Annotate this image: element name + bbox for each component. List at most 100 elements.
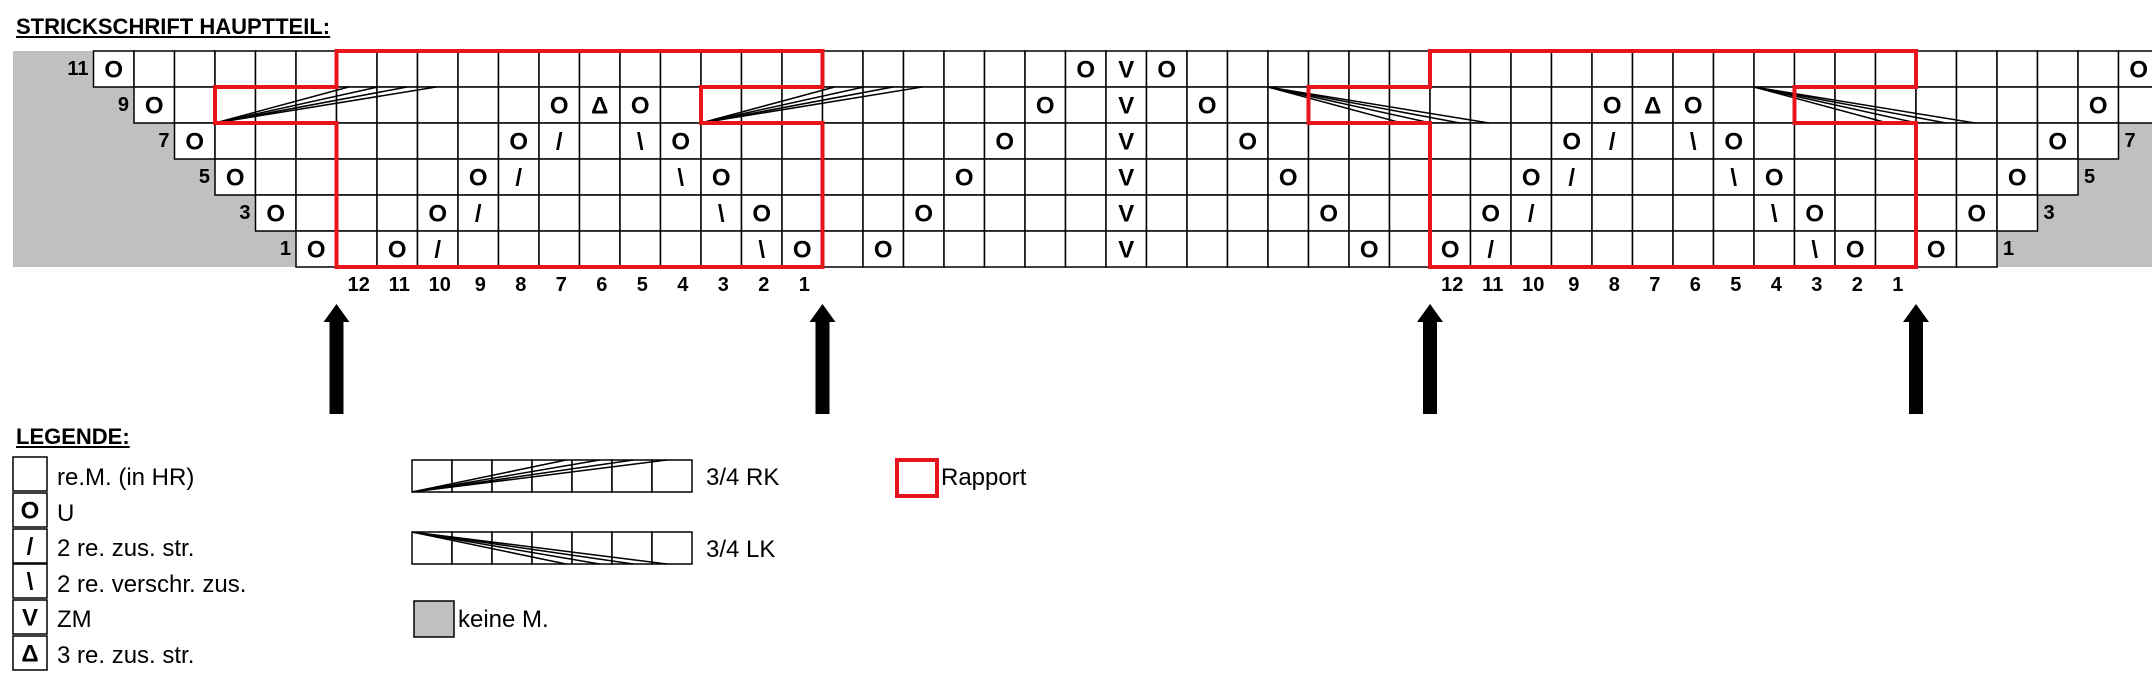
grid-cell	[173, 122, 216, 160]
grid-cell	[1510, 194, 1553, 232]
grid-cell	[254, 50, 297, 88]
grid-cell	[1064, 86, 1107, 124]
legend-title: LEGENDE:	[16, 424, 130, 449]
stitch-number: 11	[389, 274, 410, 296]
grid-cell	[1307, 50, 1350, 88]
grid-cell	[1793, 122, 1836, 160]
grid-cell	[497, 194, 540, 232]
stitch-symbol: O	[1846, 237, 1865, 264]
legend-cable-stroke	[411, 531, 567, 565]
grid-cell	[1834, 122, 1877, 160]
grid-cell	[335, 122, 378, 160]
stitch-symbol: O	[874, 237, 893, 264]
grid-cell	[1226, 194, 1269, 232]
grid-cell	[1145, 122, 1188, 160]
stitch-symbol: O	[1036, 93, 1055, 120]
stitch-symbol: /	[515, 165, 522, 192]
legend-repeat-box	[895, 458, 939, 498]
legend-cable-cell	[651, 531, 693, 565]
grid-cell	[700, 122, 743, 160]
grid-cell	[538, 230, 581, 268]
stitch-symbol: O	[1198, 93, 1217, 120]
grid-cell	[295, 158, 338, 196]
grid-cell	[659, 230, 702, 268]
grid-cell	[902, 86, 945, 124]
row-number-left: 7	[158, 130, 169, 152]
grid-cell	[781, 122, 824, 160]
grid-cell	[1550, 50, 1593, 88]
stitch-symbol: \	[1771, 201, 1778, 228]
stitch-number: 4	[1771, 274, 1783, 296]
grid-cell	[1550, 86, 1593, 124]
grid-cell	[376, 50, 419, 88]
stitch-number: 4	[677, 274, 689, 296]
legend-text-central-stitch: ZM	[57, 606, 92, 633]
stitch-symbol: O	[1279, 165, 1298, 192]
cable-left-cross	[1267, 86, 1490, 124]
stitch-symbol: O	[1238, 129, 1257, 156]
grid-cell	[1348, 158, 1391, 196]
grid-cell	[1631, 194, 1674, 232]
grid-cell	[1064, 122, 1107, 160]
row-number-left: 11	[67, 58, 88, 80]
stitch-symbol: O	[914, 201, 933, 228]
grid-cell	[1145, 230, 1188, 268]
grid-cell	[821, 230, 864, 268]
grid-cell	[1955, 230, 1998, 268]
legend-cable-stroke	[411, 459, 667, 493]
grid-cell	[1469, 194, 1512, 232]
grid-cell	[943, 50, 986, 88]
stitch-number: 8	[515, 274, 526, 296]
grid-cell	[943, 122, 986, 160]
grid-cell	[1186, 158, 1229, 196]
grid-cell	[1145, 194, 1188, 232]
stitch-symbol: O	[1481, 201, 1500, 228]
grid-cell	[1955, 194, 1998, 232]
grid-cell	[578, 230, 621, 268]
cable-stroke	[214, 86, 437, 124]
grid-cell	[1510, 158, 1553, 196]
grid-cell	[1267, 194, 1310, 232]
grid-cell	[254, 158, 297, 196]
cable-stroke	[1267, 86, 1431, 124]
row-number-right: 1	[2003, 238, 2014, 260]
cable-stroke	[700, 86, 835, 124]
legend-text-cable-right: 3/4 RK	[706, 464, 780, 491]
row-number-left: 9	[118, 94, 129, 116]
stitch-symbol: O	[388, 237, 407, 264]
grid-cell	[497, 86, 540, 124]
stitch-symbol: O	[2129, 57, 2148, 84]
legend-symbol: V	[22, 605, 38, 632]
grid-cell	[1429, 194, 1472, 232]
grid-cell	[497, 122, 540, 160]
grid-cell	[214, 158, 257, 196]
stitch-number: 5	[637, 274, 648, 296]
grid-cell	[1955, 50, 1998, 88]
stitch-number: 7	[556, 274, 567, 296]
grid-cell	[1469, 86, 1512, 124]
grid-cell	[1024, 122, 1067, 160]
grid-cell	[1510, 230, 1553, 268]
cable-right-cross	[214, 86, 437, 124]
stitch-number: 3	[1811, 274, 1822, 296]
legend-cable-stroke	[411, 531, 600, 565]
cable-stroke	[1753, 86, 1888, 124]
stitch-symbol: V	[1118, 129, 1134, 156]
grid-cell	[740, 158, 783, 196]
grid-cell	[1267, 230, 1310, 268]
legend-symbol-box	[12, 456, 48, 492]
grid-cell	[538, 86, 581, 124]
grid-cell	[619, 194, 662, 232]
stitch-symbol: \	[1811, 237, 1818, 264]
grid-cell	[173, 86, 216, 124]
grid-cell	[457, 158, 500, 196]
grid-cell	[1874, 194, 1917, 232]
grid-cell	[1793, 50, 1836, 88]
grid-cell	[2117, 50, 2152, 88]
grid-cell	[1753, 50, 1796, 88]
grid-cell	[1145, 86, 1188, 124]
stitch-number: 9	[475, 274, 486, 296]
stitch-symbol: O	[1076, 57, 1095, 84]
stitch-symbol: O	[995, 129, 1014, 156]
grid-cell	[1226, 230, 1269, 268]
